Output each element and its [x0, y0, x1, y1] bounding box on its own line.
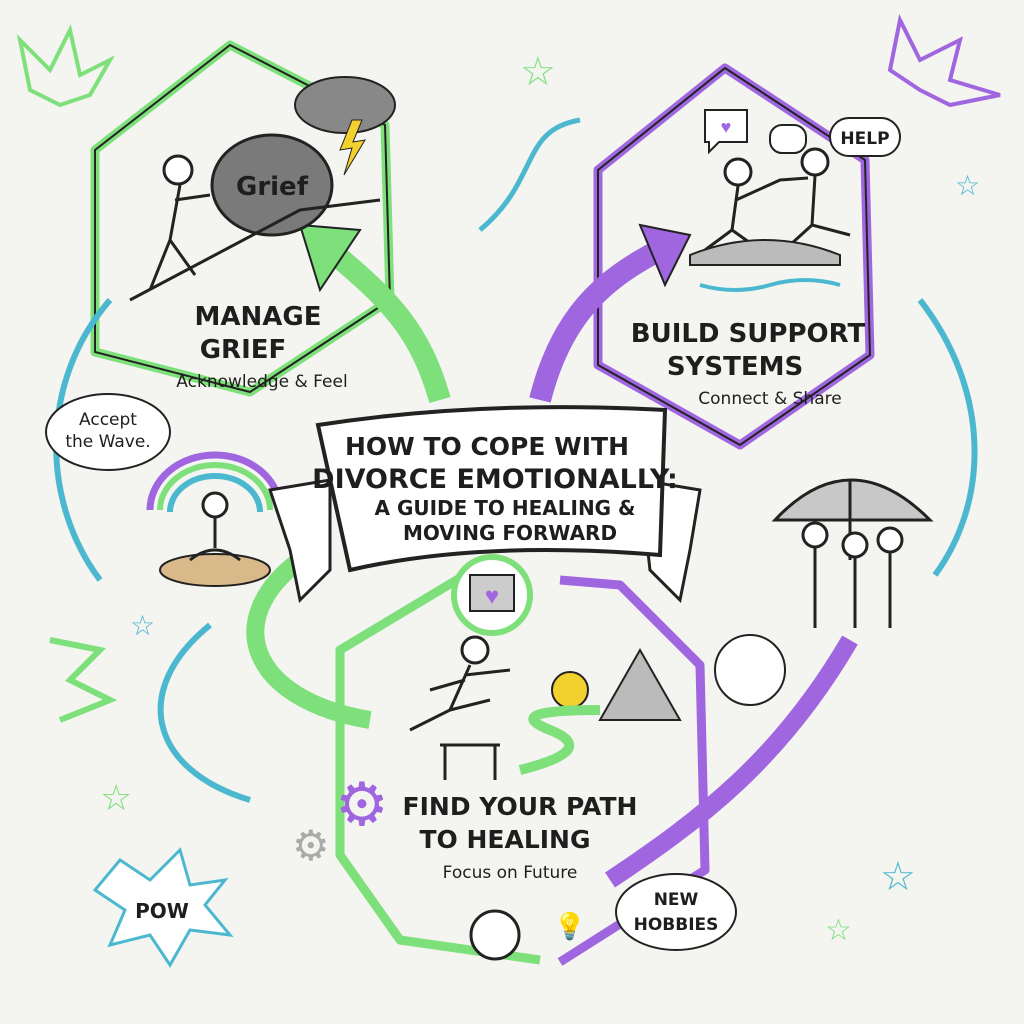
meditating-person-icon	[189, 491, 241, 562]
people-group-icon	[801, 521, 904, 628]
heart-speech-bubble	[704, 109, 748, 155]
arrow-green-head	[298, 223, 362, 293]
accept-bubble	[45, 393, 171, 471]
gears-icon: ⚙	[335, 772, 389, 838]
healing-hexagon-left	[335, 568, 541, 965]
star-icon: ☆	[520, 49, 556, 94]
manage-grief-heading-1: MANAGE	[195, 302, 322, 332]
people-jumping-icon	[704, 147, 851, 252]
new-hobbies-text-1: NEW	[654, 890, 699, 910]
therapy-circle-icon	[714, 634, 786, 706]
new-hobbies-text-2: HOBBIES	[634, 915, 719, 935]
pow-text: POW	[135, 899, 189, 923]
arrow-purple-head	[638, 223, 692, 288]
mountain-icon	[598, 647, 682, 721]
manage-grief-heading-2: GRIEF	[200, 335, 287, 365]
storm-cloud	[294, 76, 396, 134]
broken-heart-icon: ♥	[485, 584, 499, 610]
lightbulb-icon: 💡	[554, 911, 586, 941]
star-icon: ☆	[880, 854, 916, 899]
island	[159, 553, 271, 587]
healing-heading-1: FIND YOUR PATH	[403, 792, 638, 821]
chat-bubble	[769, 124, 807, 154]
healing-subtitle: Focus on Future	[443, 863, 578, 883]
manage-grief-subtitle: Acknowledge & Feel	[176, 372, 347, 392]
title-line-4: MOVING FORWARD	[403, 521, 617, 545]
star-icon: ☆	[100, 778, 132, 818]
accept-text-1: Accept	[79, 410, 137, 430]
help-label: HELP	[840, 129, 889, 149]
burst-decoration	[887, 13, 1001, 108]
arrow-teal-loop	[157, 622, 251, 803]
star-icon: ☆	[825, 914, 852, 947]
arrow-green-down	[246, 552, 372, 729]
arrow-purple-diagonal	[605, 635, 858, 888]
title-banner	[315, 405, 668, 573]
title-line-2: DIVORCE EMOTIONALLY:	[312, 464, 678, 495]
hurdle-runner-icon	[409, 635, 511, 780]
water	[699, 278, 841, 292]
burst-decoration	[16, 24, 116, 108]
bridge	[689, 239, 841, 266]
person-pushing-icon	[148, 154, 211, 291]
compass-icon	[469, 909, 521, 961]
arrow-teal-right	[917, 298, 978, 577]
zigzag-decoration	[49, 637, 118, 723]
state-outline-icon	[469, 574, 515, 612]
banner-ribbon-left	[268, 478, 332, 604]
star-icon: ☆	[955, 171, 980, 202]
heart-icon: ♥	[721, 117, 732, 137]
hill	[129, 198, 381, 302]
arrow-purple-up	[529, 240, 665, 403]
title-line-1: HOW TO COPE WITH	[345, 432, 629, 461]
support-hexagon-outline	[597, 66, 872, 447]
star-icon: ☆	[130, 611, 155, 642]
healing-heading-2: TO HEALING	[419, 825, 590, 854]
grief-label: Grief	[236, 172, 309, 202]
pow-burst	[92, 847, 234, 968]
winding-path	[518, 705, 601, 775]
accept-text-2: the Wave.	[65, 432, 150, 452]
support-subtitle: Connect & Share	[698, 389, 841, 409]
title-line-3: A GUIDE TO HEALING &	[375, 496, 636, 520]
rainbow-band	[157, 462, 273, 511]
rainbow-band	[167, 473, 263, 513]
arrow-teal-top	[478, 117, 581, 232]
new-hobbies-bubble	[615, 873, 737, 951]
umbrella-icon	[771, 478, 934, 522]
support-heading-1: BUILD SUPPORT	[631, 319, 866, 349]
help-bubble	[829, 117, 901, 157]
arrow-green-up	[322, 241, 451, 404]
sun-icon	[551, 671, 589, 709]
support-heading-2: SYSTEMS	[667, 352, 803, 382]
lightning-icon	[339, 119, 366, 176]
gear-icon: ⚙	[292, 824, 330, 870]
rainbow-icon	[146, 451, 284, 511]
